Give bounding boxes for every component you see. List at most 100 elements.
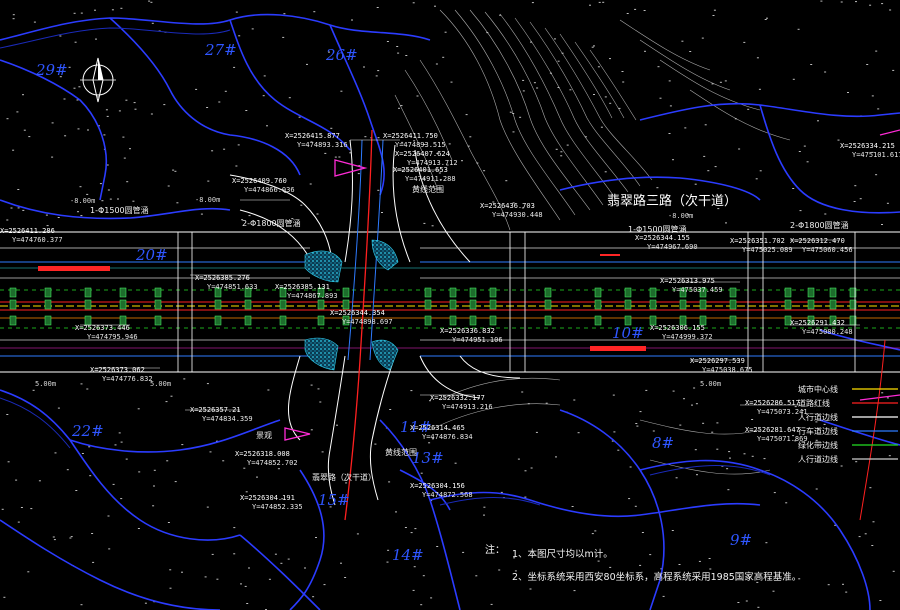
survey-point	[512, 131, 515, 133]
survey-point	[450, 81, 453, 83]
survey-point	[319, 401, 322, 403]
survey-point	[126, 181, 129, 183]
survey-point	[245, 491, 248, 493]
survey-point	[422, 575, 425, 577]
survey-point	[94, 9, 96, 11]
survey-point	[644, 50, 646, 52]
survey-point	[824, 213, 827, 215]
survey-point	[70, 536, 73, 538]
survey-point	[195, 88, 198, 90]
station-box	[649, 287, 657, 298]
station-box	[729, 287, 737, 298]
station-box	[594, 315, 602, 326]
station-box	[44, 315, 52, 326]
survey-point	[434, 5, 436, 7]
survey-point	[45, 214, 48, 216]
survey-point	[134, 108, 137, 110]
coord-x: X=2526313.975	[660, 277, 715, 285]
survey-point	[773, 492, 776, 494]
survey-point	[88, 446, 91, 448]
survey-point	[338, 156, 341, 158]
hatched-islands	[304, 239, 399, 371]
survey-point	[129, 148, 131, 150]
survey-point	[120, 441, 123, 443]
survey-point	[579, 572, 582, 574]
station-box	[624, 299, 632, 310]
survey-point	[442, 56, 445, 58]
survey-point	[728, 451, 731, 453]
survey-point	[263, 75, 266, 77]
survey-point	[798, 578, 801, 580]
survey-point	[267, 389, 270, 391]
survey-point	[756, 57, 759, 59]
station-box	[469, 315, 477, 326]
coord-x: X=2526314.465	[410, 424, 465, 432]
survey-point	[554, 38, 556, 40]
survey-point	[114, 444, 117, 446]
survey-point	[107, 515, 110, 517]
plot-label: 14#	[392, 546, 424, 564]
coord-y: Y=474930.448	[492, 211, 543, 219]
survey-point	[317, 388, 320, 390]
survey-point	[240, 583, 242, 585]
cross-road-centerline	[344, 129, 373, 521]
survey-point	[316, 213, 319, 215]
coord-y: Y=475071.869	[757, 435, 808, 443]
survey-point	[310, 141, 313, 143]
survey-point	[388, 481, 391, 483]
coord-y: Y=475080.248	[802, 328, 853, 336]
survey-point	[78, 86, 81, 88]
survey-point	[363, 66, 365, 68]
survey-point	[609, 566, 612, 568]
survey-point	[23, 129, 26, 131]
survey-point	[75, 490, 78, 491]
survey-point	[166, 460, 169, 462]
survey-point	[76, 99, 79, 101]
survey-point	[395, 511, 397, 513]
survey-point	[622, 81, 625, 83]
survey-point	[306, 63, 308, 65]
station-box	[84, 287, 92, 298]
section-ticks	[177, 232, 856, 372]
survey-point	[785, 502, 788, 504]
survey-point	[165, 401, 168, 403]
survey-point	[412, 2, 415, 4]
survey-point	[133, 102, 136, 104]
survey-point	[435, 63, 438, 65]
station-box	[317, 299, 325, 310]
coord-y: Y=474866.036	[244, 186, 295, 194]
survey-point	[573, 399, 576, 401]
survey-point	[834, 524, 837, 526]
survey-point	[89, 475, 92, 477]
survey-point	[681, 40, 684, 42]
survey-point	[669, 105, 672, 107]
station-box	[679, 315, 687, 326]
yellow-line-label-bottom: 黄线范围	[385, 447, 417, 457]
coord-x: X=2526344.354	[330, 309, 385, 317]
survey-point	[689, 51, 692, 52]
survey-point	[875, 174, 878, 176]
survey-point	[6, 118, 9, 120]
plot-label: 20#	[135, 246, 168, 264]
survey-point	[847, 92, 849, 93]
survey-point	[281, 498, 284, 500]
survey-point	[246, 603, 249, 604]
survey-point	[840, 1, 843, 3]
station-box	[807, 287, 815, 298]
survey-point	[577, 432, 580, 434]
station-box	[279, 299, 287, 310]
survey-point	[167, 522, 170, 523]
survey-point	[611, 440, 614, 442]
survey-point	[794, 440, 797, 442]
survey-point	[16, 111, 19, 113]
survey-point	[612, 394, 615, 396]
survey-point	[524, 470, 527, 472]
survey-point	[866, 64, 869, 65]
survey-point	[531, 2, 534, 4]
survey-point	[589, 4, 591, 6]
coord-x: X=2526385.276	[195, 274, 250, 282]
survey-point	[73, 87, 76, 89]
survey-point	[32, 389, 35, 391]
survey-point	[837, 139, 840, 141]
survey-point	[387, 549, 390, 551]
